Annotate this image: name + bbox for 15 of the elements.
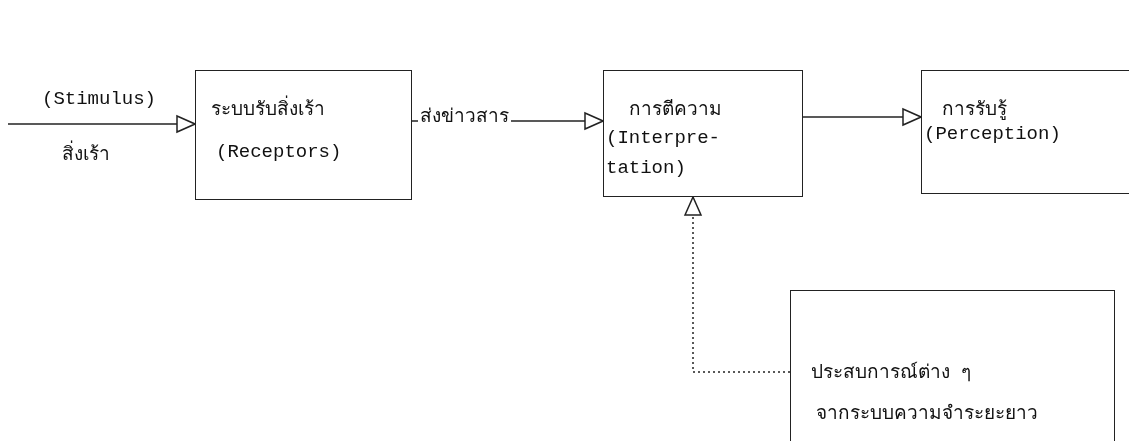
process-box [195,70,412,200]
box-subtitle: (Interpre- tation) [606,126,722,181]
box-title: การตีความ [629,98,722,123]
box-subtitle: (Perception) [924,123,1061,145]
box-title: ประสบการณ์ต่าง ๆ [811,360,972,386]
arrow [7,115,196,133]
dotted-arrow [684,196,791,373]
box-subtitle: (Receptors) [216,141,342,163]
process-box [603,70,803,197]
process-box [790,290,1115,441]
arrow [802,108,922,126]
box-title: ระบบรับสิ่งเร้า [211,93,325,123]
process-box [921,70,1129,194]
box-title: การรับรู้ [942,98,1007,123]
box-subtitle: จากระบบความจำระยะยาว [816,402,1039,427]
